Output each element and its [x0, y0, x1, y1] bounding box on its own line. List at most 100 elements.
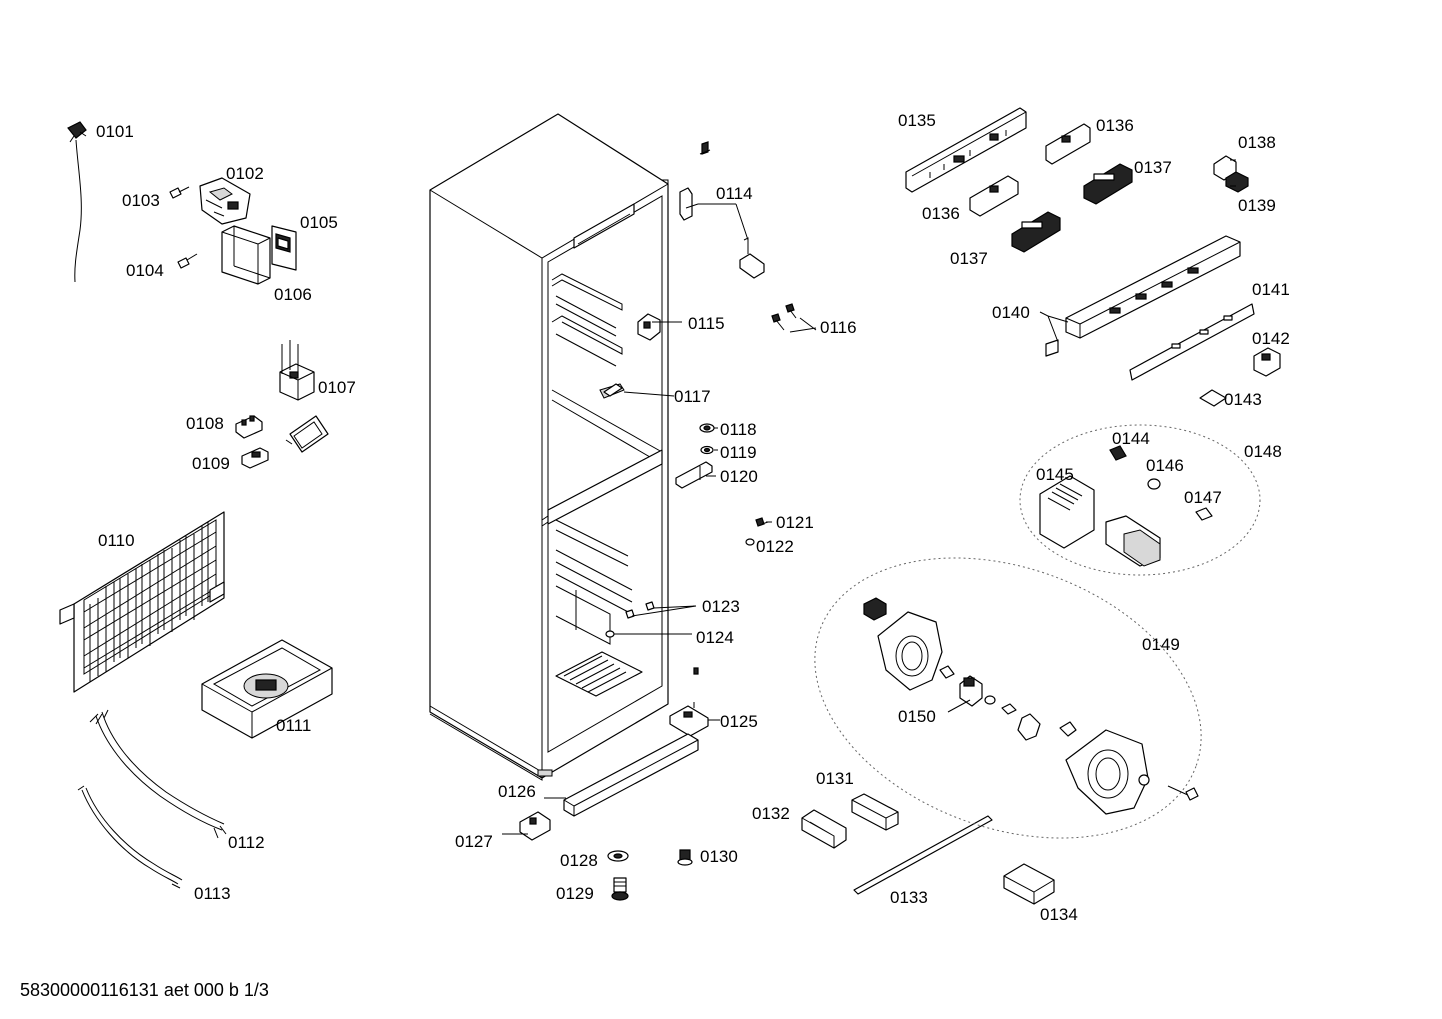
part-0114-hinge-pin: [679, 187, 765, 279]
label-0125: 0125: [720, 712, 758, 731]
label-0147: 0147: [1184, 488, 1222, 507]
label-0120: 0120: [720, 467, 758, 486]
label-0137-lower: 0137: [950, 249, 988, 268]
label-0130: 0130: [700, 847, 738, 866]
part-cabinet: [429, 113, 669, 781]
part-0122-washer: [745, 538, 755, 546]
part-0117-clip: [603, 383, 623, 397]
label-0126: 0126: [498, 782, 536, 801]
label-0141: 0141: [1252, 280, 1290, 299]
part-0104-screw: [177, 253, 198, 269]
part-0140-handle-panel: [1065, 235, 1241, 339]
label-0114: 0114: [716, 184, 753, 203]
part-0137-switch: [1083, 163, 1133, 205]
part-0132-clip: [801, 809, 847, 849]
label-0103: 0103: [122, 191, 160, 210]
label-0111: 0111: [276, 716, 311, 735]
leader-lines: [502, 159, 1236, 835]
part-0141-strip: [1129, 303, 1255, 381]
label-0112: 0112: [228, 833, 265, 852]
part-0136-display-lower: [969, 175, 1019, 217]
label-0104: 0104: [126, 261, 164, 280]
part-top-screw: [699, 141, 711, 155]
label-0107: 0107: [318, 378, 356, 397]
part-0139-sensor-cap: [1225, 171, 1249, 193]
label-0113: 0113: [194, 884, 231, 903]
label-0142: 0142: [1252, 329, 1290, 348]
part-0137-switch-lower: [1011, 211, 1061, 253]
label-0150: 0150: [898, 707, 936, 726]
part-0143-clip: [1199, 389, 1227, 407]
label-0134: 0134: [1040, 905, 1078, 924]
part-0112-wire-harness: [89, 709, 227, 839]
part-gasket-plate: [285, 415, 329, 453]
label-0122: 0122: [756, 537, 794, 556]
label-0106: 0106: [274, 285, 312, 304]
part-labels: 0101 0102 0103 0104 0105 0106 0107 0108 …: [96, 111, 1290, 924]
group-0148-lamp-assembly: [1019, 424, 1261, 576]
label-0133: 0133: [890, 888, 928, 907]
part-0129-adjustable-foot: [611, 877, 629, 901]
label-0115: 0115: [688, 314, 725, 333]
part-0121-screw: [755, 517, 769, 527]
part-0118-washer: [699, 423, 715, 433]
label-0127: 0127: [455, 832, 493, 851]
part-0101-power-cord: [67, 121, 87, 283]
part-0108-clip: [235, 415, 263, 439]
part-0106-control-box: [221, 225, 271, 285]
label-0139: 0139: [1238, 196, 1276, 215]
label-0108: 0108: [186, 414, 224, 433]
label-0149: 0149: [1142, 635, 1180, 654]
label-0136-lower: 0136: [922, 204, 960, 223]
part-0120-hinge: [675, 461, 713, 489]
part-0136-display: [1045, 123, 1091, 165]
part-small-screw: [693, 667, 699, 675]
label-0119: 0119: [720, 443, 757, 462]
label-0117: 0117: [674, 387, 711, 406]
label-0132: 0132: [752, 804, 790, 823]
label-0129: 0129: [556, 884, 594, 903]
part-0126-kick-plate: [563, 733, 699, 817]
part-0103-screw: [169, 186, 190, 199]
label-0138: 0138: [1238, 133, 1276, 152]
part-0109-clip: [241, 447, 269, 469]
document-code: 58300000116131 aet 000 b 1/3: [20, 980, 269, 1000]
part-0113-wire: [77, 785, 183, 889]
part-0142-relay: [1253, 347, 1281, 377]
label-0135: 0135: [898, 111, 936, 130]
label-0124: 0124: [696, 628, 734, 647]
label-0123: 0123: [702, 597, 740, 616]
part-0119-washer: [700, 445, 714, 455]
part-0102-bracket: [199, 177, 251, 225]
label-0148: 0148: [1244, 442, 1282, 461]
part-0115-bracket: [637, 313, 661, 341]
label-0143: 0143: [1224, 390, 1262, 409]
part-0116-screws: [771, 303, 797, 331]
label-0105: 0105: [300, 213, 338, 232]
part-0105-relay: [271, 225, 297, 271]
part-0133-strip: [853, 815, 993, 895]
label-0140: 0140: [992, 303, 1030, 322]
label-0136: 0136: [1096, 116, 1134, 135]
part-0131-block: [851, 793, 899, 831]
part-0124-plug: [605, 630, 615, 638]
part-0140-clip: [1045, 339, 1059, 357]
label-0131: 0131: [816, 769, 854, 788]
part-0125-hinge-bottom: [669, 702, 709, 737]
part-0107-starter: [279, 340, 315, 401]
label-0102: 0102: [226, 164, 264, 183]
label-0109: 0109: [192, 454, 230, 473]
part-0128-foot: [607, 850, 629, 862]
label-0137: 0137: [1134, 158, 1172, 177]
part-0130-foot: [677, 849, 693, 866]
label-0110: 0110: [98, 531, 135, 550]
part-0135-control-panel: [905, 107, 1027, 193]
part-0111-drip-tray: [201, 639, 333, 739]
label-0116: 0116: [820, 318, 857, 337]
part-0134-cover: [1003, 863, 1055, 905]
label-0128: 0128: [560, 851, 598, 870]
label-0121: 0121: [776, 513, 814, 532]
label-0144: 0144: [1112, 429, 1150, 448]
label-0118: 0118: [720, 420, 757, 439]
